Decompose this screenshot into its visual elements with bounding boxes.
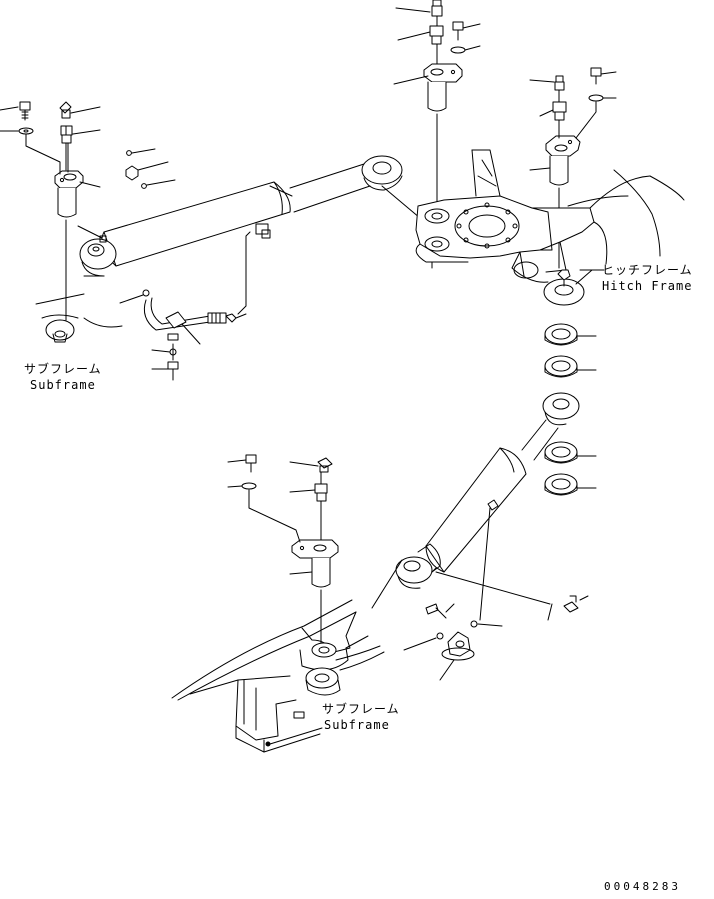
elbow-grease-fitting-icon [59, 101, 72, 119]
grease-fitting-icon [431, 0, 443, 17]
pin-icon [549, 155, 569, 186]
elbow-fitting-icon [563, 595, 579, 613]
lower-subframe [171, 599, 385, 753]
hitch-frame [415, 149, 685, 306]
bolt-icon [425, 603, 447, 619]
drawing-id: 00048283 [604, 880, 681, 893]
pin-icon [427, 81, 447, 112]
subframe-lower-label-jp: サブフレーム [322, 702, 400, 716]
shim-stack [544, 323, 597, 496]
pin-icon [57, 187, 77, 218]
sensor-icon [439, 631, 475, 681]
upper-elbow-fitting-group [125, 148, 176, 189]
upper-steering-cylinder [77, 155, 421, 315]
shim-icon [544, 473, 597, 496]
pin-plate-icon [54, 170, 84, 189]
pin-plate-icon [291, 539, 339, 559]
nut-icon [314, 483, 328, 502]
pin-icon [311, 557, 331, 588]
hose-assembly [119, 289, 247, 381]
bolt-icon [245, 454, 257, 473]
subframe-upper-label-en: Subframe [30, 378, 96, 392]
washer-icon [436, 632, 444, 640]
hitch-frame-label-jp: ヒッチフレーム [602, 263, 693, 277]
upper-left-pin-hardware [0, 101, 101, 321]
shim-icon [544, 355, 597, 378]
lower-steering-cylinder [371, 392, 580, 621]
bolt-icon [19, 101, 31, 121]
bolt-icon [452, 21, 464, 41]
grease-fitting-icon [554, 75, 565, 91]
clamp-icon [167, 333, 179, 341]
lower-cylinder-small-parts [403, 595, 589, 681]
washer-icon [588, 94, 604, 102]
nut-icon [552, 101, 567, 121]
subframe-upper-label-jp: サブフレーム [24, 362, 102, 376]
lower-pin-hardware [227, 454, 339, 647]
shim-icon [544, 441, 597, 464]
hitch-frame-label-en: Hitch Frame [602, 279, 693, 293]
top-center-pin-hardware [393, 0, 481, 211]
subframe-lower-label-en: Subframe [324, 718, 390, 732]
bolt-icon [590, 67, 602, 85]
nut-icon [429, 25, 444, 45]
elbow-grease-fitting-icon [317, 457, 333, 473]
pin-plate-icon [545, 135, 581, 157]
upper-subframe-bushing [35, 293, 123, 343]
bolt-icon [167, 361, 179, 381]
washer-icon [241, 482, 257, 490]
shim-icon [544, 323, 597, 346]
washer-icon [450, 46, 466, 54]
pin-plate-icon [423, 63, 463, 83]
nut-icon [60, 125, 73, 144]
hitch-frame-leader-2 [575, 269, 593, 285]
top-right-pin-hardware [529, 67, 617, 269]
washer-icon [18, 127, 34, 135]
